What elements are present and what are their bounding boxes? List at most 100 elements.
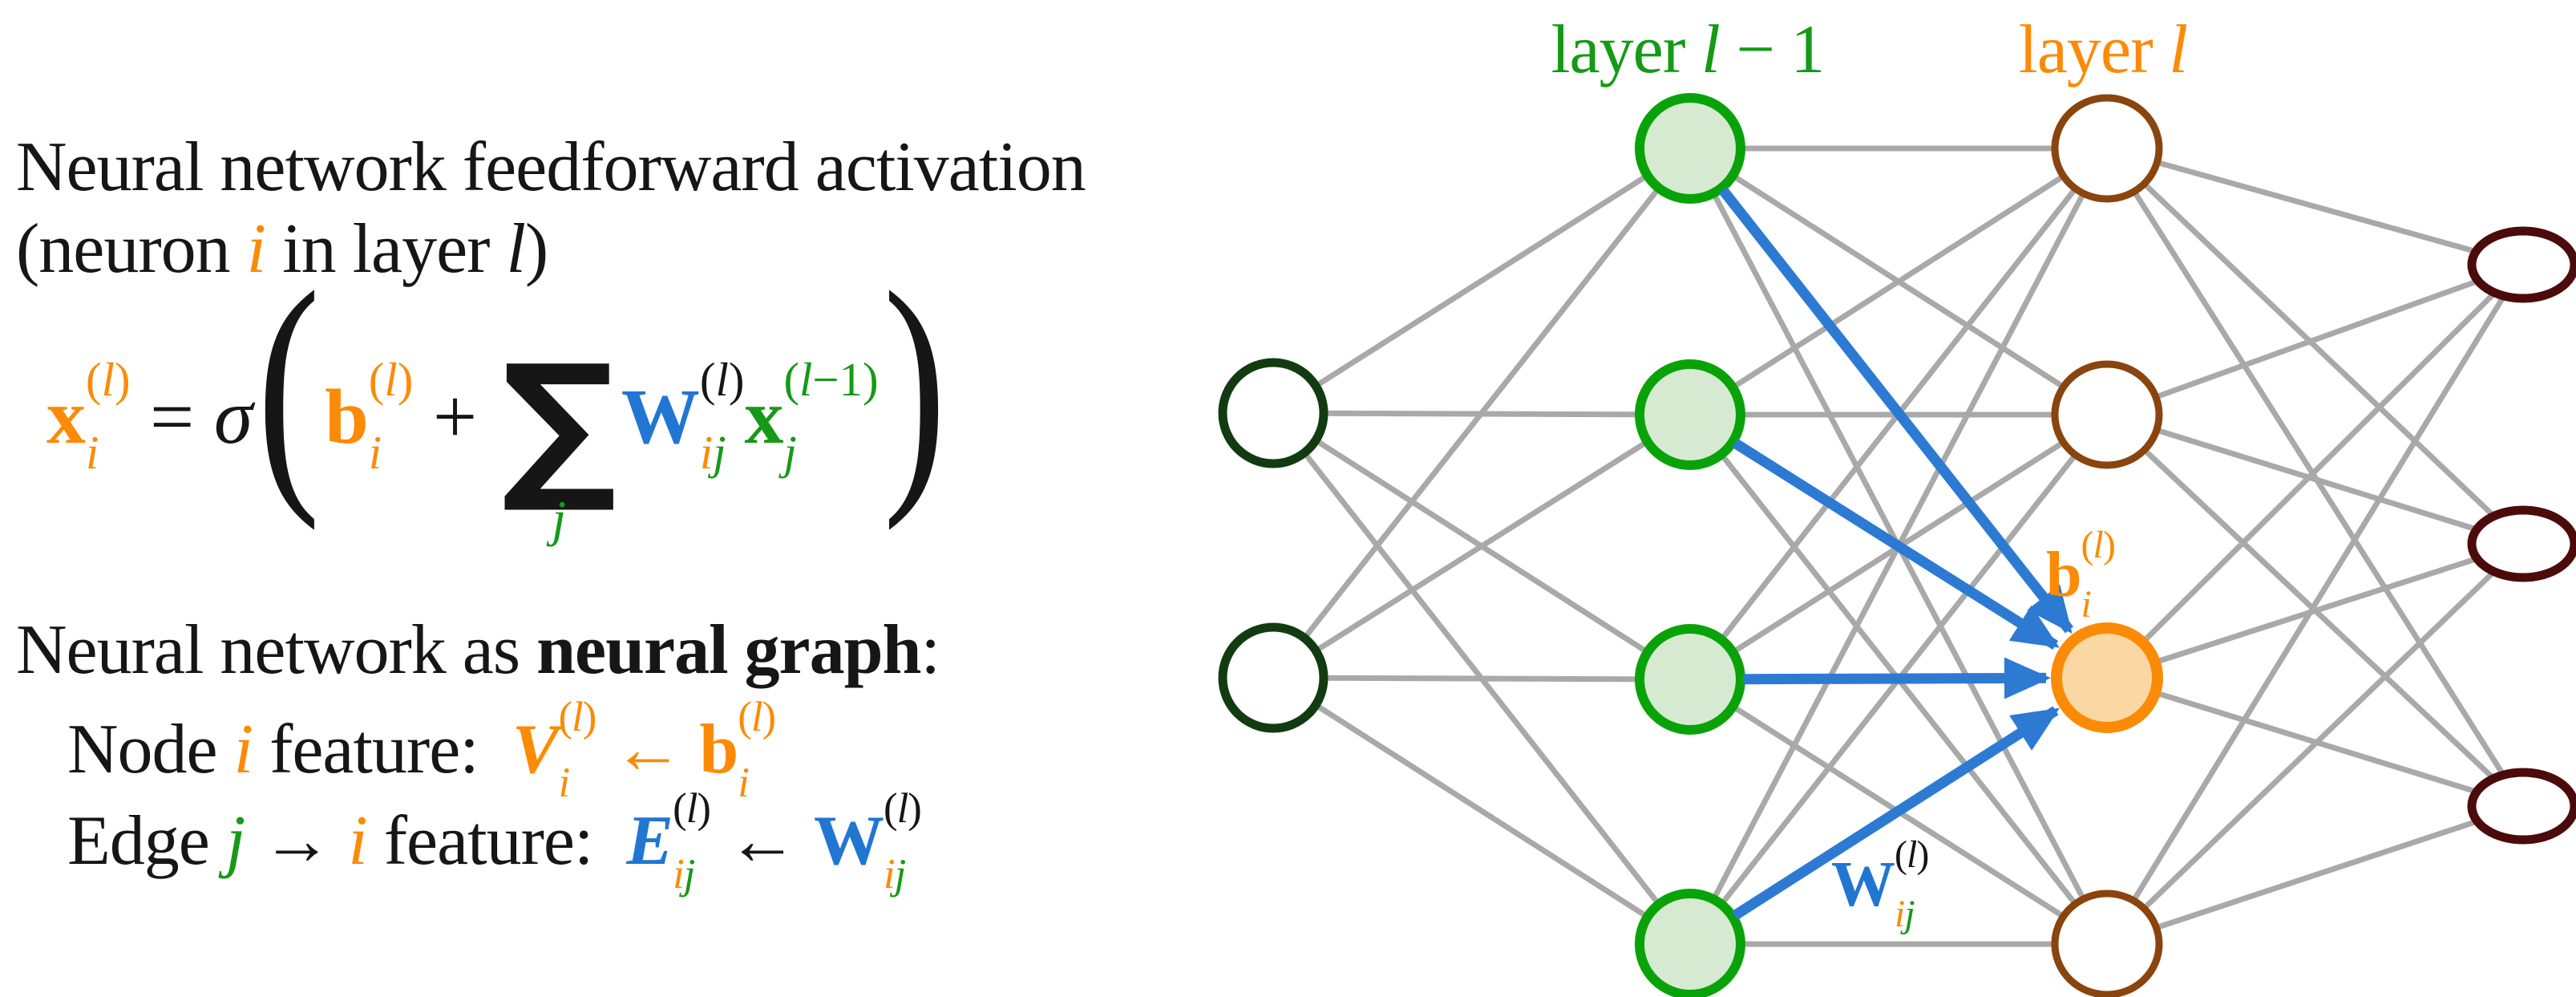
weight-arrow xyxy=(1732,706,2060,920)
math-token: x(l) i xyxy=(47,354,131,480)
edge-line xyxy=(2105,541,2525,946)
subscript: i xyxy=(368,427,414,480)
weight-arrow xyxy=(1718,186,2074,634)
superscript: (l) xyxy=(369,354,414,407)
edge-line xyxy=(2105,261,2525,418)
weight-label: W(l)ij xyxy=(1831,833,1929,934)
superscript: (l) xyxy=(2081,524,2116,566)
text-token: l xyxy=(2093,524,2103,566)
text-token: neural graph xyxy=(536,611,921,689)
subscript: i xyxy=(86,427,131,480)
subscript: ij xyxy=(884,853,921,896)
sigma-glyph: ∑ xyxy=(501,330,617,518)
text-token: ← xyxy=(596,711,700,789)
math-token: b(l)i xyxy=(699,694,777,806)
subscript: i xyxy=(738,759,775,806)
layer-cur-label: layer l xyxy=(2019,14,2188,83)
text-token: σ xyxy=(213,374,253,460)
text-token: in layer xyxy=(265,210,507,288)
text-token: : xyxy=(920,611,940,689)
sup-sub-stack: (l−1)j xyxy=(783,354,878,477)
bias-label: b(l) i xyxy=(2046,524,2116,624)
layer-prev-node xyxy=(1635,359,1745,470)
text-token: −1 xyxy=(812,354,863,407)
math-token: E(l)ij xyxy=(626,785,711,896)
subscript: i xyxy=(2081,586,2115,624)
edge-line xyxy=(1272,675,1692,946)
text-token: ) xyxy=(397,354,414,407)
edge-line xyxy=(2105,803,2525,947)
weight-arrow xyxy=(1732,438,2060,650)
sup-sub-stack: (l) i xyxy=(2081,524,2116,624)
edge-feature-line: Edge j → i feature: E(l)ij ← W(l)ij xyxy=(67,785,922,896)
output-layer-node xyxy=(2467,226,2576,303)
text-token: i xyxy=(368,427,382,480)
heading-line-1: Neural network feedforward activation xyxy=(16,128,1086,208)
sup-sub-stack: (l) ij xyxy=(883,785,922,896)
text-token: b xyxy=(2046,540,2081,611)
text-token: W xyxy=(621,373,700,460)
edge-line xyxy=(1272,412,1692,680)
text-token: i xyxy=(883,850,896,898)
text-token: l xyxy=(2169,10,2188,87)
superscript: (l) xyxy=(86,354,131,407)
sup-sub-stack: (l) i xyxy=(368,354,414,480)
text-token: b xyxy=(699,711,738,789)
text-token: l xyxy=(506,210,525,288)
sup-sub-stack: (l)i xyxy=(738,694,777,806)
text-token: + xyxy=(413,374,497,460)
text-token: i xyxy=(2081,583,2092,626)
text-token: x xyxy=(47,373,86,460)
subscript: ij xyxy=(1895,895,1928,934)
math-token: V(l)i xyxy=(512,694,597,806)
text-token: l xyxy=(1700,10,1721,87)
text-token: l xyxy=(572,694,584,740)
text-token: ) xyxy=(114,354,131,407)
subscript: ij xyxy=(700,429,745,477)
edge-line xyxy=(2105,541,2525,681)
sup-sub-stack: (l)ij xyxy=(673,785,711,896)
superscript: (l) xyxy=(883,785,922,832)
text-token: ) xyxy=(1916,833,1929,876)
text-token: l xyxy=(384,354,398,407)
text-token: ) xyxy=(697,785,711,832)
input-layer-node xyxy=(1218,358,1328,468)
math-token: x(l−1)j xyxy=(744,354,878,477)
subscript: j xyxy=(783,429,878,477)
layer-cur-node xyxy=(2051,360,2163,469)
math-token: b(l) i xyxy=(325,354,414,480)
text-token: ( xyxy=(558,694,572,740)
superscript: (l) xyxy=(700,354,745,407)
text-token: ) xyxy=(762,694,777,740)
weight-arrow xyxy=(1742,657,2052,699)
text-token: l xyxy=(750,694,763,740)
text-token: ← xyxy=(710,802,814,881)
text-token: ( xyxy=(883,785,898,832)
text-token: ( xyxy=(673,785,687,832)
summation-symbol: ∑j xyxy=(501,330,617,545)
edge-line xyxy=(2105,411,2525,547)
text-token: b xyxy=(325,373,369,460)
text-token: l xyxy=(799,354,813,407)
math-token: W(l)ij xyxy=(1831,833,1929,934)
text-token: l xyxy=(715,354,729,407)
sup-sub-stack: (l)ij xyxy=(1895,833,1929,934)
output-layer-node xyxy=(2467,505,2576,582)
text-token: V xyxy=(512,711,560,789)
layer-prev-node xyxy=(1635,624,1745,735)
text-token: x xyxy=(744,373,784,460)
text-token: i xyxy=(233,711,253,789)
text-token: i xyxy=(558,759,570,806)
text-token: ) xyxy=(728,354,745,407)
subscript: ij xyxy=(673,853,710,896)
text-token: layer xyxy=(2018,10,2170,87)
edge-line xyxy=(1272,146,1692,415)
text-token: i xyxy=(738,759,750,806)
text-token: i xyxy=(86,427,99,480)
edge-line xyxy=(1688,146,2109,417)
input-layer-node xyxy=(1218,622,1328,733)
sup-sub-stack: (l) i xyxy=(86,354,131,480)
heading-line-2: (neuron i in layer l) xyxy=(16,210,548,290)
